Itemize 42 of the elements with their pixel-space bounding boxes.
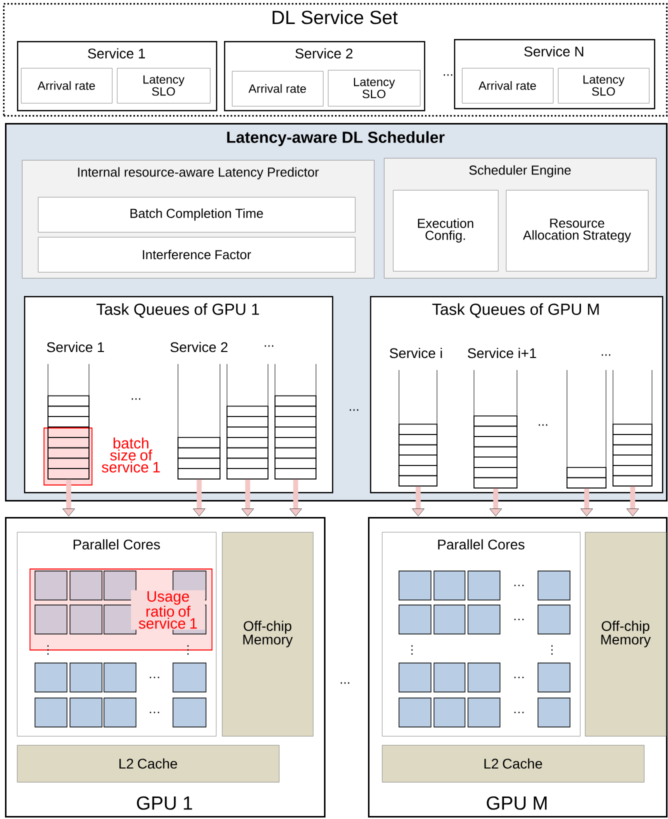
arrow xyxy=(241,479,254,516)
ellipsis: ... xyxy=(444,74,452,76)
ellipsis: ... xyxy=(538,424,548,426)
arrow xyxy=(289,479,302,516)
parameter-box: Latency SLO xyxy=(117,68,210,104)
queue-drawing xyxy=(274,364,316,480)
queue-drawing: Service i xyxy=(390,348,442,486)
ellipsis: ... xyxy=(132,398,140,400)
parameter-box: Arrival rate xyxy=(21,68,112,104)
annotation-text: batch size of service 1 xyxy=(102,438,160,472)
memory-box: Off-chip Memory xyxy=(585,532,666,736)
queue-drawing xyxy=(226,364,268,480)
arrow xyxy=(489,488,502,516)
queue-drawing xyxy=(566,370,606,488)
annotation-text: Usage ratio of service 1 xyxy=(131,590,205,630)
cache-bar: L2 Cache xyxy=(17,745,280,782)
component-box: Batch Completion Time xyxy=(38,197,356,232)
arrow xyxy=(580,488,593,516)
parameter-box: Latency SLO xyxy=(558,68,650,104)
ellipsis: ... xyxy=(350,409,358,411)
ellipsis: ... xyxy=(340,682,350,684)
parameter-box: Arrival rate xyxy=(462,68,554,104)
arrow xyxy=(192,479,206,516)
component-box: Interference Factor xyxy=(38,237,356,272)
arrow xyxy=(62,479,75,516)
node-label: Service i xyxy=(390,348,442,358)
node-label: Service i+1 xyxy=(468,348,536,358)
queue-drawing xyxy=(612,370,652,486)
memory-box: Off-chip Memory xyxy=(222,532,314,736)
parameter-box: Arrival rate xyxy=(232,71,324,106)
parameter-box: Latency SLO xyxy=(328,70,420,106)
node-label: Service 2 xyxy=(170,342,228,352)
arrow xyxy=(412,486,424,516)
ellipsis: ... xyxy=(264,345,274,347)
node-label: Service 1 xyxy=(46,342,104,352)
queue-drawing: Service 2 xyxy=(170,342,228,480)
component-box: Execution Config. xyxy=(393,190,498,272)
arrow xyxy=(626,486,639,516)
cache-bar: L2 Cache xyxy=(382,745,644,782)
ellipsis: ... xyxy=(602,354,610,356)
component-box: Resource Allocation Strategy xyxy=(506,190,648,272)
queue-drawing: Service i+1 xyxy=(468,348,536,488)
